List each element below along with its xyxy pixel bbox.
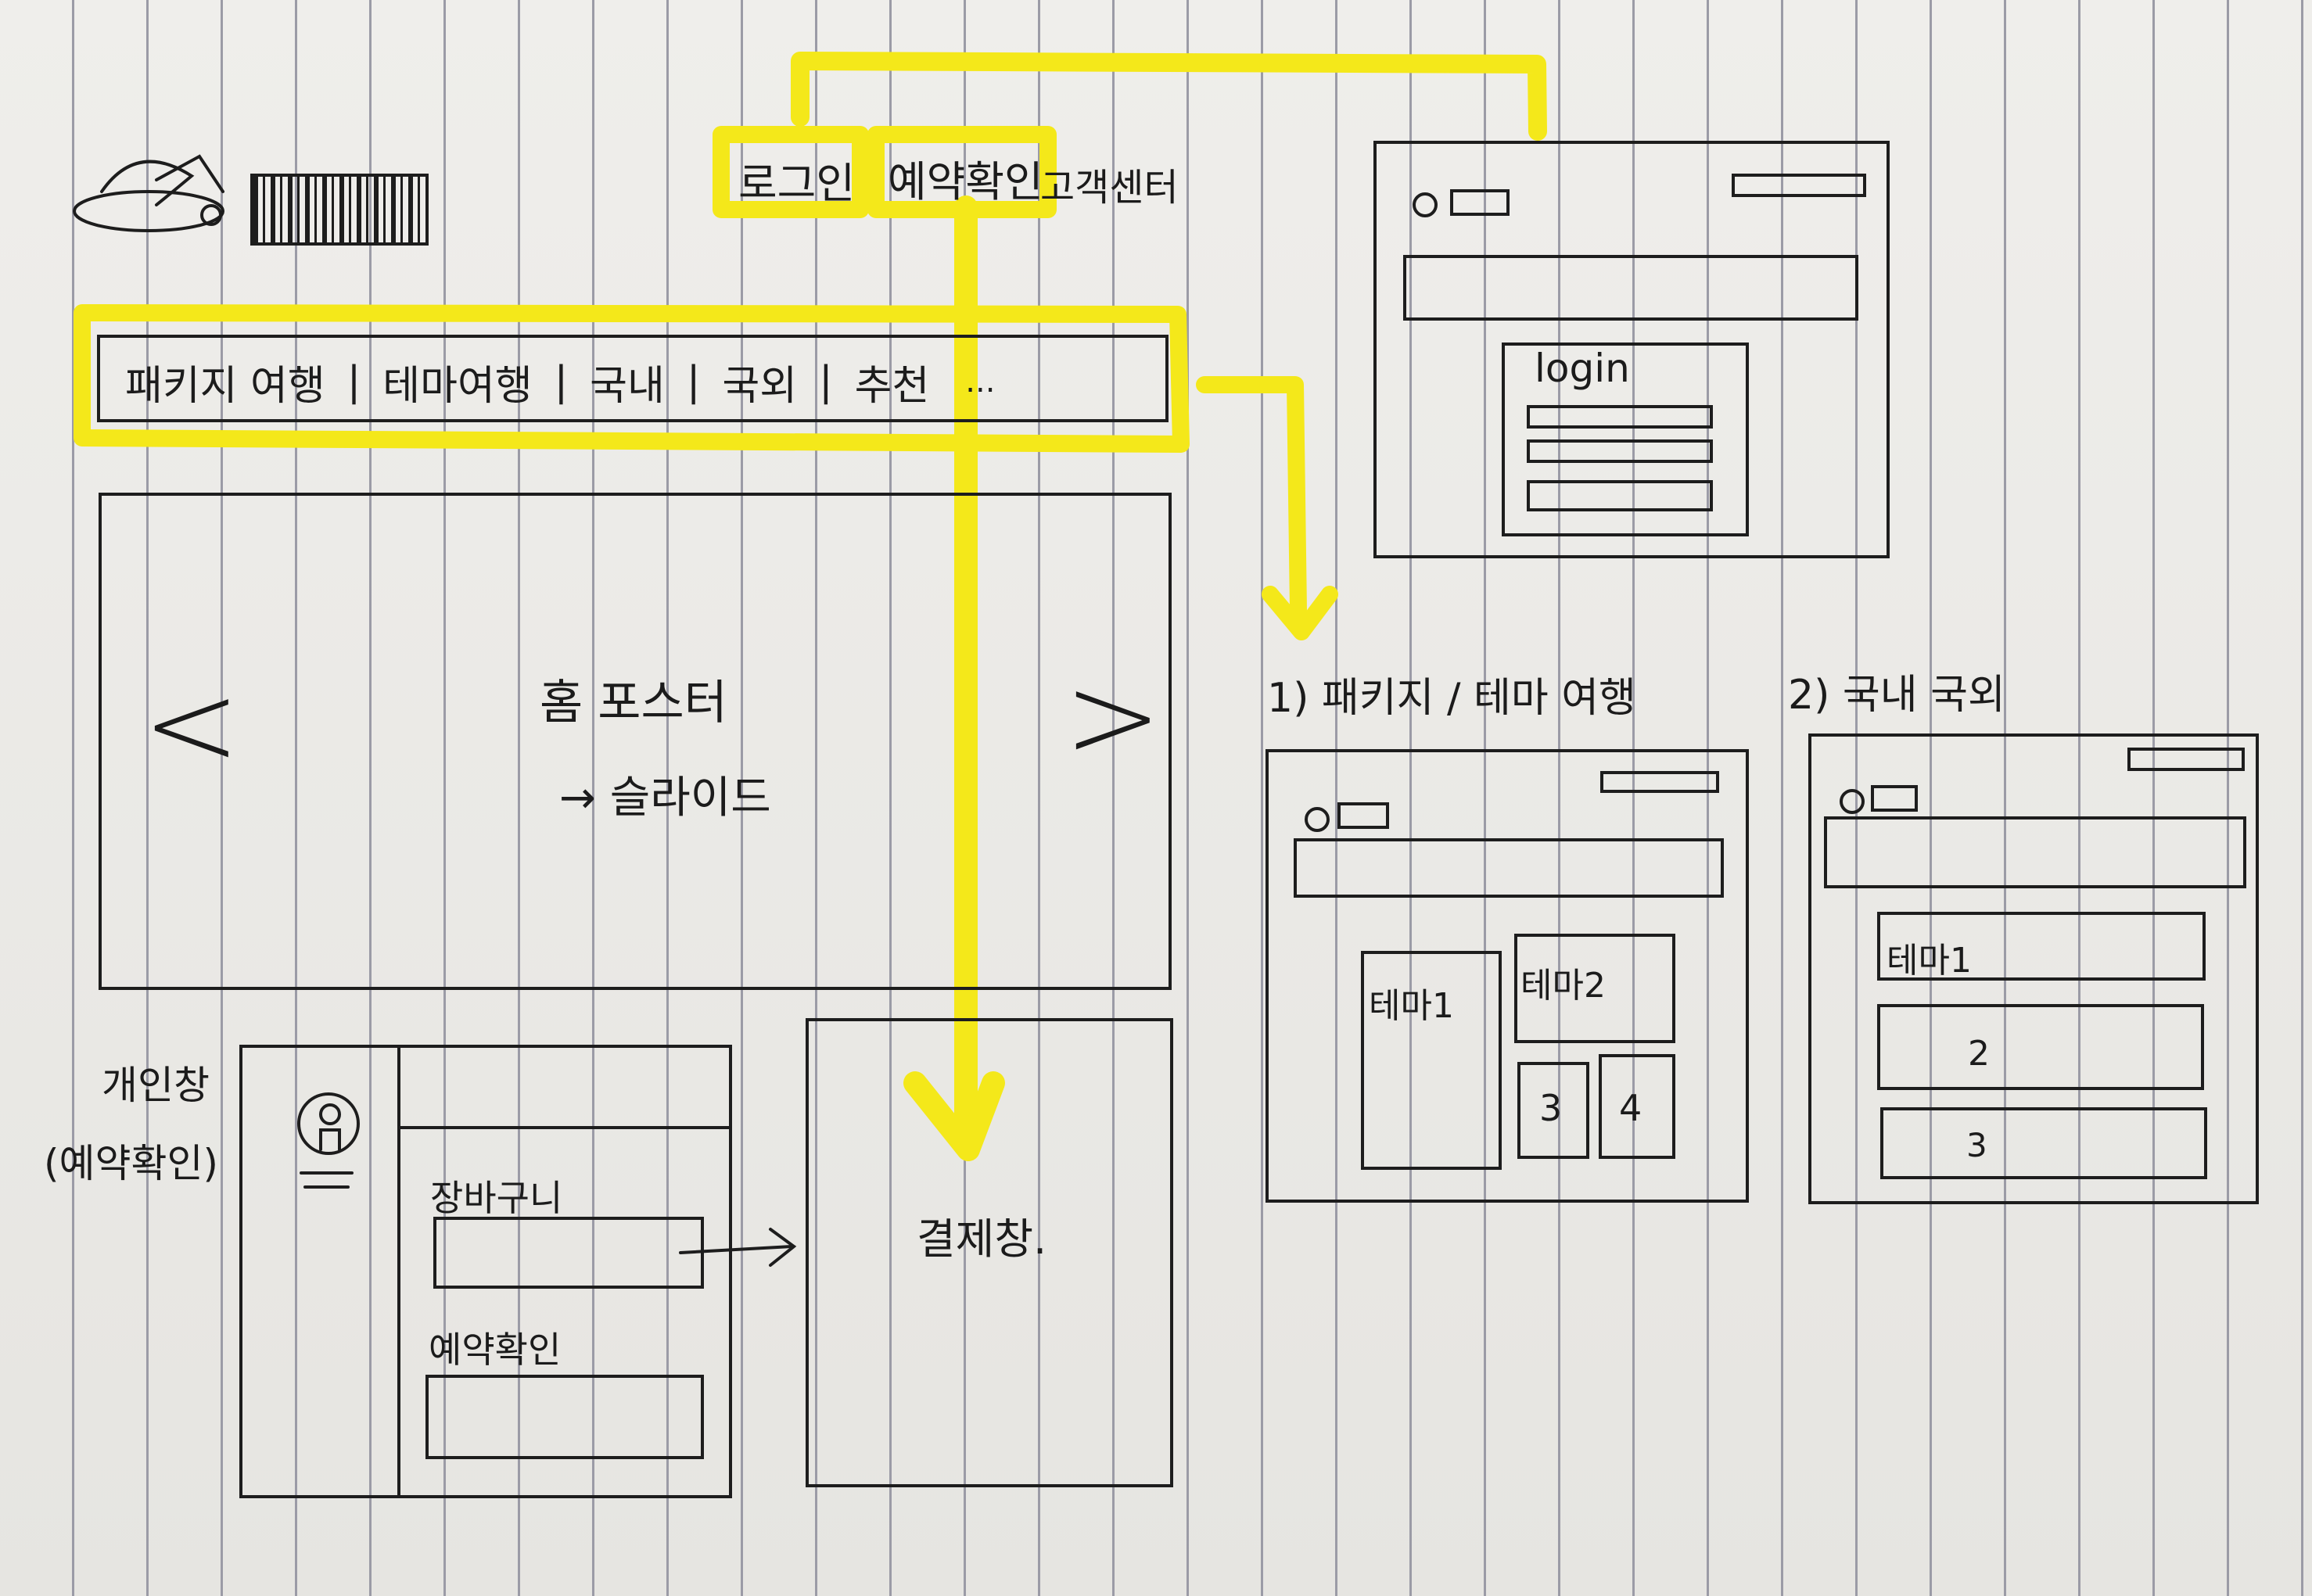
login-link[interactable]: 로그인 bbox=[738, 159, 856, 208]
personal-header-divider bbox=[400, 1126, 732, 1129]
reservation-check-link[interactable]: 예약확인 bbox=[888, 157, 1043, 206]
login-form-box bbox=[1502, 343, 1749, 536]
hero-label: 홈 포스터 bbox=[540, 676, 727, 730]
nav-item-package[interactable]: 패키지 여행 bbox=[125, 362, 325, 410]
nav-bar bbox=[97, 335, 1169, 422]
nav-item-theme[interactable]: 테마여행 bbox=[382, 362, 533, 410]
reservation-label: 예약확인 bbox=[429, 1329, 562, 1371]
domestic-row-1[interactable] bbox=[1877, 912, 2206, 981]
nav-item-overseas[interactable]: 국외 bbox=[722, 362, 798, 410]
package-tile-3-label: 3 bbox=[1539, 1087, 1563, 1129]
login-form-field-3[interactable] bbox=[1527, 480, 1713, 511]
nav-divider: | bbox=[686, 358, 701, 405]
package-page-nav-bar bbox=[1294, 838, 1724, 898]
package-tile-1-label: 테마1 bbox=[1369, 986, 1454, 1026]
brand-mark bbox=[250, 174, 429, 246]
nav-divider: | bbox=[346, 358, 361, 405]
nav-more[interactable]: ... bbox=[965, 364, 996, 400]
hero-sub: → 슬라이드 bbox=[559, 773, 771, 823]
package-tile-2[interactable] bbox=[1514, 934, 1675, 1043]
payment-label: 결제창. bbox=[917, 1214, 1047, 1264]
package-tile-3[interactable] bbox=[1517, 1062, 1589, 1159]
login-page-frame bbox=[1373, 141, 1890, 558]
domestic-row-2[interactable] bbox=[1877, 1004, 2204, 1090]
package-page-frame bbox=[1265, 749, 1749, 1203]
domestic-page-title: 2) 국내 국외 bbox=[1788, 672, 2005, 719]
package-tile-4[interactable] bbox=[1599, 1054, 1675, 1159]
domestic-page-frame bbox=[1808, 733, 2259, 1204]
nav-divider: | bbox=[554, 358, 569, 405]
hero-prev-arrow[interactable]: < bbox=[142, 657, 241, 793]
login-page-nav-bar bbox=[1403, 255, 1858, 321]
personal-sidebar-divider bbox=[397, 1045, 400, 1498]
cart-label: 장바구니 bbox=[430, 1177, 563, 1219]
reservation-box[interactable] bbox=[425, 1375, 704, 1459]
nav-items: 패키지 여행 | 테마여행 | 국내 | 국외 | 추천 ... bbox=[125, 350, 995, 413]
hero-next-arrow[interactable]: > bbox=[1064, 649, 1162, 785]
login-form-title: login bbox=[1535, 346, 1630, 391]
package-page-title: 1) 패키지 / 테마 여행 bbox=[1267, 675, 1636, 722]
domestic-row-3-label: 3 bbox=[1966, 1126, 1987, 1164]
customer-center-link[interactable]: 고객센터 bbox=[1040, 166, 1179, 210]
payment-window bbox=[806, 1018, 1173, 1487]
hero-slider bbox=[99, 493, 1172, 990]
personal-label: 개인창 bbox=[102, 1063, 210, 1108]
domestic-page-top-link bbox=[2127, 748, 2245, 771]
domestic-row-3[interactable] bbox=[1880, 1107, 2207, 1179]
nav-item-domestic[interactable]: 국내 bbox=[590, 362, 665, 410]
domestic-page-nav-bar bbox=[1824, 816, 2246, 888]
package-tile-1[interactable] bbox=[1361, 951, 1502, 1170]
login-form-field-2[interactable] bbox=[1527, 439, 1713, 463]
domestic-row-2-label: 2 bbox=[1968, 1034, 1990, 1074]
nav-item-recommend[interactable]: 추천 bbox=[854, 362, 930, 410]
domestic-row-1-label: 테마1 bbox=[1887, 941, 1972, 981]
personal-label-sub: (예약확인) bbox=[44, 1141, 219, 1186]
package-tile-4-label: 4 bbox=[1619, 1087, 1642, 1129]
nav-divider: | bbox=[819, 358, 833, 405]
login-page-top-link bbox=[1732, 174, 1866, 197]
package-tile-2-label: 테마2 bbox=[1520, 966, 1606, 1006]
package-page-top-link bbox=[1600, 771, 1719, 793]
personal-window bbox=[239, 1045, 732, 1498]
login-form-field-1[interactable] bbox=[1527, 405, 1713, 429]
